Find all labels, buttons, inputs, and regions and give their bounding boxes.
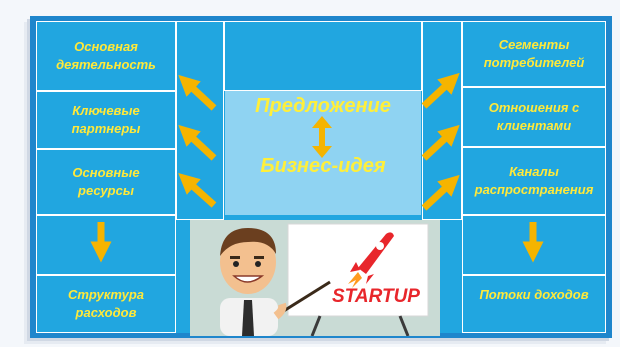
left-narrow-cell	[176, 21, 224, 220]
business-idea-label: Бизнес-идея	[260, 155, 386, 177]
rocket-icon	[348, 232, 394, 288]
center-top-cell	[224, 21, 422, 91]
right-narrow-cell	[422, 21, 462, 220]
arrow-to-key-activities	[178, 74, 217, 111]
customer-segments-cell: Сегменты потребителей	[462, 21, 606, 87]
key-activities-cell: Основная деятельность	[36, 21, 176, 91]
revenue-streams-label: Потоки доходов	[479, 287, 589, 302]
arrow-to-channels	[421, 174, 460, 211]
channels-label: Каналы распространения	[474, 164, 594, 197]
key-partners-label: Ключевые партнеры	[71, 103, 141, 136]
presenter-drawing: STARTUP	[190, 220, 440, 336]
customer-segments-label: Сегменты потребителей	[483, 37, 585, 70]
arrow-to-customer-segments	[421, 72, 460, 109]
startup-illustration: STARTUP	[190, 220, 440, 336]
key-resources-cell: Основные ресурсы	[36, 149, 176, 215]
revenue-streams-cell: Потоки доходов	[462, 275, 606, 333]
value-proposition-label: Предложение	[255, 95, 391, 117]
cost-structure-label: Структура расходов	[67, 287, 144, 320]
arrow-to-key-partners	[178, 124, 217, 161]
left-arrow-cell	[36, 215, 176, 275]
arrow-to-key-resources	[178, 173, 217, 208]
key-partners-cell: Ключевые партнеры	[36, 91, 176, 149]
channels-cell: Каналы распространения	[462, 147, 606, 215]
startup-sign-text: STARTUP	[332, 286, 420, 307]
customer-relationships-label: Отношения с клиентами	[488, 100, 580, 133]
double-arrow-icon	[312, 116, 332, 158]
cost-structure-cell: Структура расходов	[36, 275, 176, 333]
arrow-to-customer-relationships	[421, 124, 460, 161]
right-arrow-cell	[462, 215, 606, 275]
key-activities-label: Основная деятельность	[56, 39, 156, 72]
customer-relationships-cell: Отношения с клиентами	[462, 87, 606, 147]
key-resources-label: Основные ресурсы	[72, 165, 140, 198]
